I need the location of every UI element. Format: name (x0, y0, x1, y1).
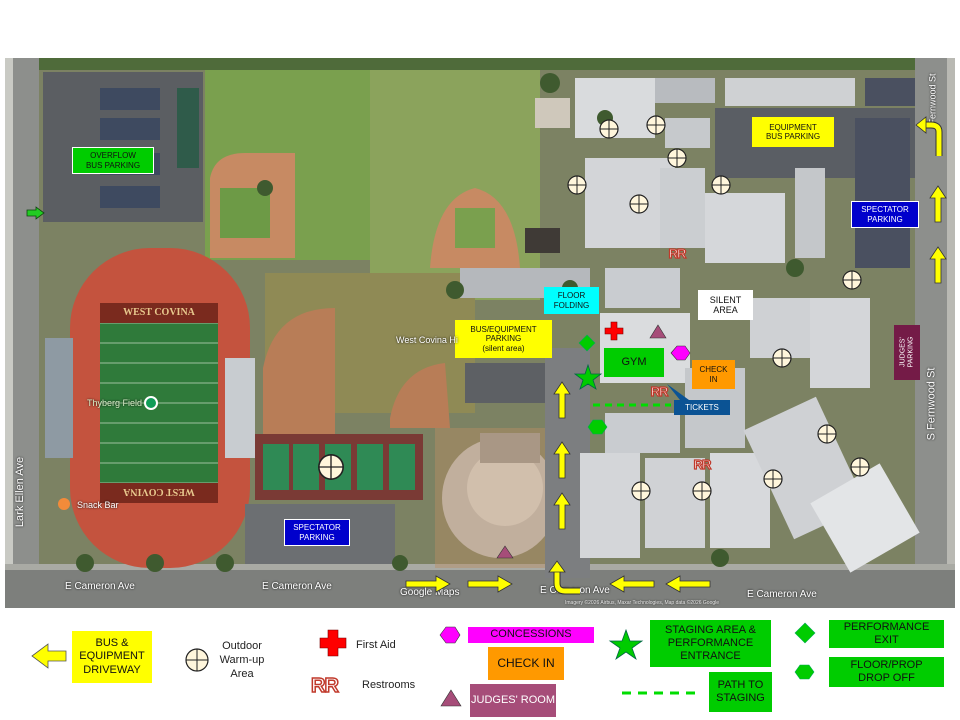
overflow-bus-parking-label: OVERFLOW BUS PARKING (72, 147, 154, 174)
judges-parking-text: JUDGES' PARKING (898, 337, 914, 368)
stadium-name-top: WEST COVINA (123, 306, 195, 318)
legend-judges-room: JUDGES' ROOM (470, 684, 556, 717)
place-name-label: West Covina Hi (396, 335, 458, 345)
legend-staging: STAGING AREA & PERFORMANCE ENTRANCE (650, 620, 771, 667)
legend-warmup: Outdoor Warm-up Area (219, 640, 265, 680)
gym-label: GYM (604, 348, 664, 377)
cameron-ave-4: E Cameron Ave (747, 589, 817, 600)
legend-path-staging: PATH TO STAGING (709, 672, 772, 712)
legend-performance-exit: PERFORMANCE EXIT (829, 620, 944, 648)
floor-folding-label: FLOOR FOLDING (544, 287, 599, 314)
legend-first-aid: First Aid (356, 639, 396, 651)
equipment-bus-parking-label: EQUIPMENT BUS PARKING (752, 117, 834, 147)
restroom-marker-1: RR (668, 245, 687, 261)
fernwood-street: S Fernwood St (925, 367, 938, 441)
snack-bar-label: Snack Bar (77, 500, 119, 510)
spectator-parking-right-label: SPECTATOR PARKING (851, 201, 919, 228)
legend-check-in: CHECK IN (488, 647, 564, 680)
legend-driveway: BUS & EQUIPMENT DRIVEWAY (72, 631, 152, 683)
cameron-ave-2: E Cameron Ave (262, 581, 332, 592)
cameron-ave-3: E Cameron Ave (540, 585, 610, 596)
legend-floor-prop: FLOOR/PROP DROP OFF (829, 657, 944, 687)
lark-ellen-street: Lark Ellen Ave (14, 456, 27, 528)
judges-parking-label: JUDGES' PARKING (894, 325, 920, 380)
snack-bar-icon (58, 498, 70, 510)
restroom-marker-2: RR (650, 383, 669, 399)
cameron-ave-1: E Cameron Ave (65, 581, 135, 592)
restroom-marker-3: RR (693, 456, 712, 472)
legend-rr-icon: RR (310, 674, 339, 698)
stadium-pin-icon (144, 396, 158, 410)
spectator-parking-left-label: SPECTATOR PARKING (284, 519, 350, 546)
map-copyright: Imagery ©2026 Airbus, Maxar Technologies… (565, 600, 720, 606)
legend-restrooms: Restrooms (362, 679, 416, 691)
silent-area-label: SILENT AREA (698, 290, 753, 320)
tickets-label: TICKETS (674, 400, 730, 415)
google-maps-watermark: Google Maps (400, 587, 460, 598)
stadium-name-bottom: WEST COVINA (123, 486, 195, 498)
check-in-map-label: CHECK IN (692, 360, 735, 389)
legend-concessions: CONCESSIONS (468, 627, 594, 643)
field-name-label: Thyberg Field (87, 398, 143, 408)
fernwood-street-top: Fernwood St (927, 73, 938, 125)
aerial-map[interactable]: OVERFLOW BUS PARKING EQUIPMENT BUS PARKI… (5, 58, 955, 608)
bus-equipment-parking-label: BUS/EQUIPMENT PARKING (silent area) (455, 320, 552, 358)
legend-icons (31, 622, 816, 707)
